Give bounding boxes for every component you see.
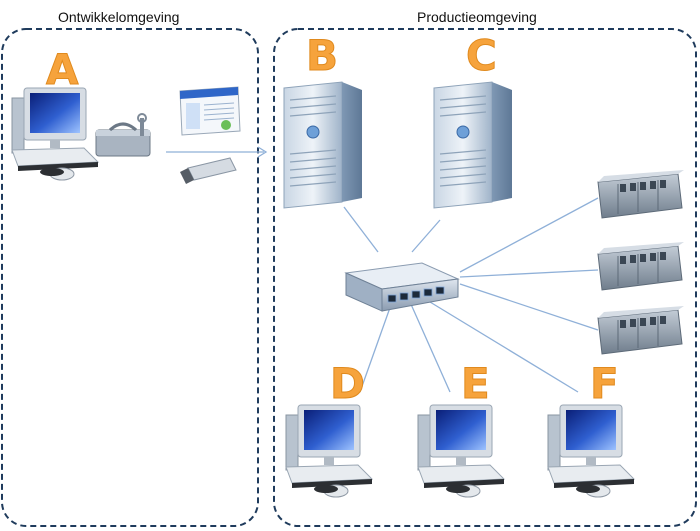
node-label-b: B [306,31,338,80]
workstation-icon [285,404,373,498]
workstation-icon [547,404,635,498]
workstation-icon [11,87,99,181]
node-label-e: E [461,359,490,408]
node-label-f: F [590,359,619,408]
connectors [166,146,599,393]
node-label-a: A [46,45,79,94]
plc-rack-icon [597,169,685,219]
production-title: Productieomgeving [417,9,537,25]
usb-stick-icon [180,157,237,184]
toolbox-icon [95,113,151,157]
node-label-c: C [466,31,497,80]
plc-rack-icon [597,305,685,355]
node-label-d: D [330,359,365,408]
plc-rack-icon [597,241,685,291]
workstation-icon [417,404,505,498]
development-title: Ontwikkelomgeving [58,9,179,25]
server-icon [433,81,513,209]
network-switch-icon [344,262,460,312]
software-window-icon [179,86,241,136]
server-icon [283,81,363,209]
development-frame [1,28,259,527]
production-frame [273,28,697,527]
